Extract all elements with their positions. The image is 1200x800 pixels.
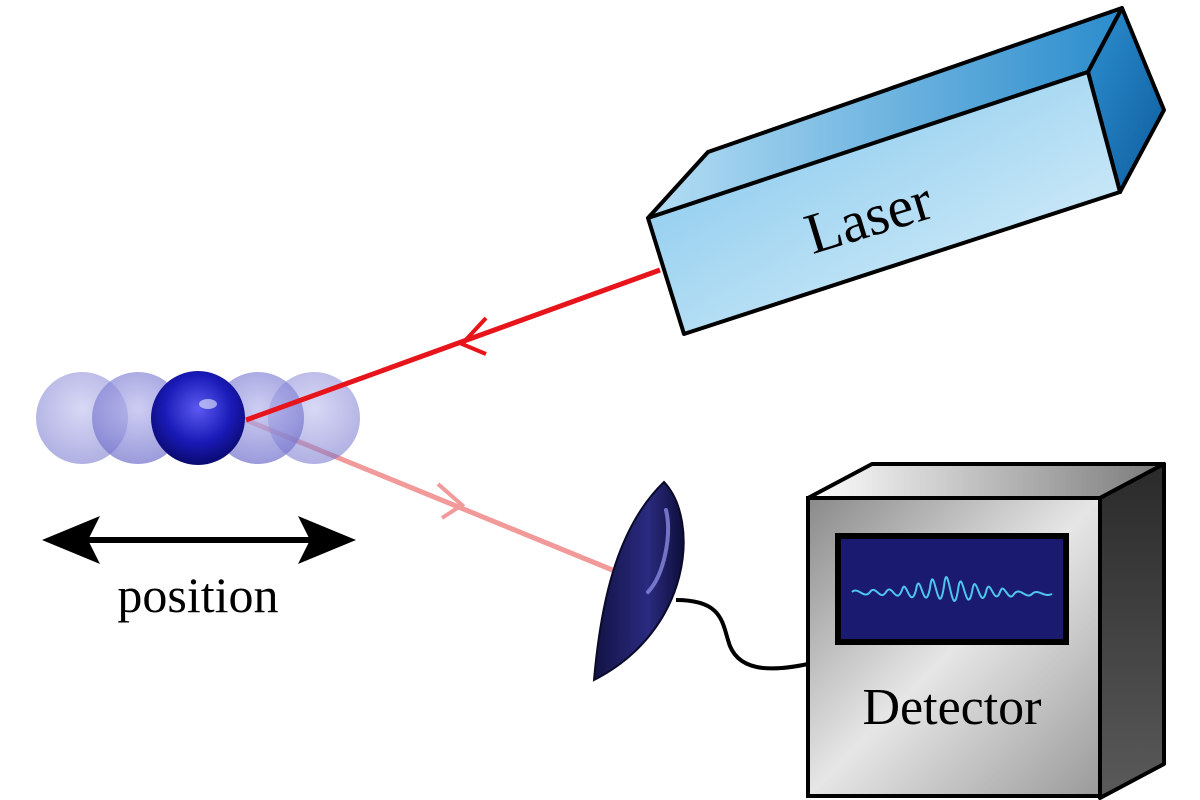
reflected-beam-arrowhead: [436, 482, 466, 520]
trapped-particle: [151, 371, 245, 465]
double-headed-arrow-icon: [42, 516, 356, 564]
particle-highlight: [199, 399, 217, 409]
detector-label: Detector: [862, 679, 1041, 736]
detector-screen: [835, 533, 1069, 645]
detector-cable: [675, 598, 809, 671]
detector-side-face: [1098, 462, 1166, 800]
laser-front-face: [646, 70, 1122, 336]
incident-laser-beam: [245, 267, 661, 423]
incident-beam-arrowhead: [458, 316, 488, 356]
position-label: position: [117, 567, 278, 623]
laser-box-icon: Laser: [646, 6, 1166, 336]
parabolic-dish-icon: [592, 480, 685, 682]
waveform-signal-icon: [851, 576, 1053, 602]
dish-highlight: [646, 508, 670, 594]
detector-box-icon: Detector: [806, 462, 1166, 800]
